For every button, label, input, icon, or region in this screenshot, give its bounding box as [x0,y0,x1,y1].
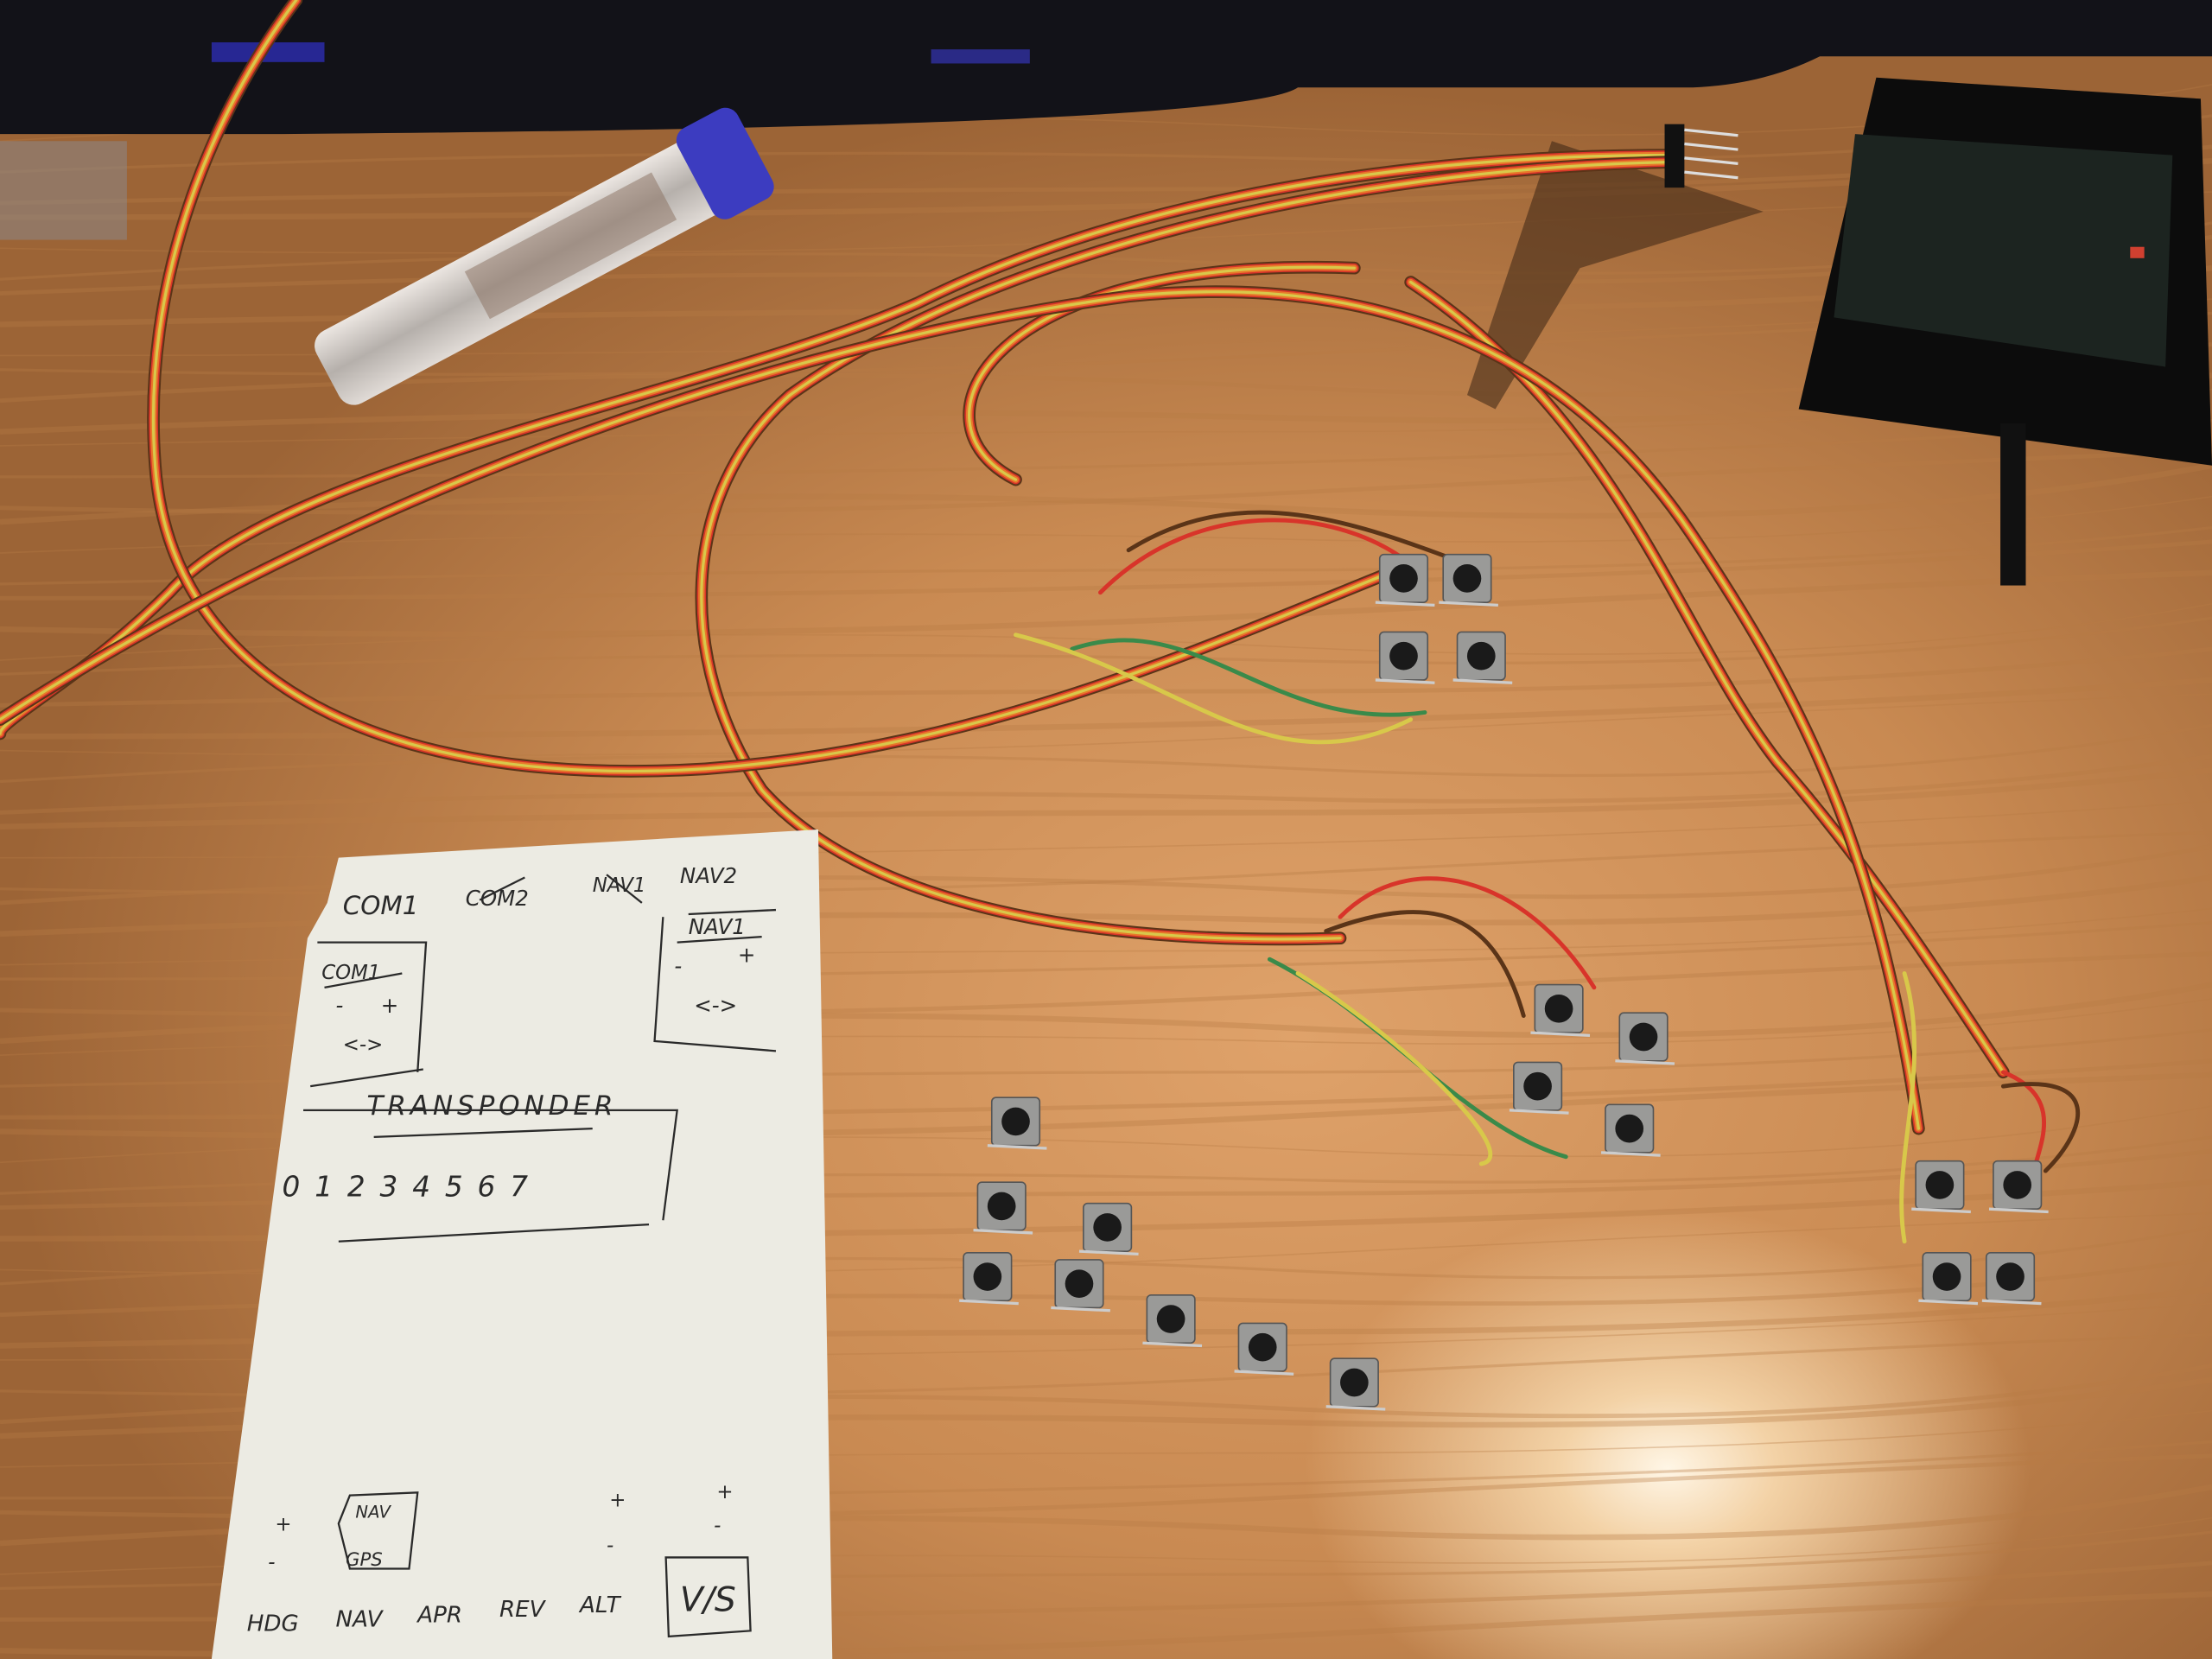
com-box-swap: <-> [343,1033,384,1056]
nav-box-swap: <-> [694,993,737,1018]
tactile-button [1509,1061,1569,1115]
grain-line [0,616,2212,677]
nav-box-minus: - [674,954,682,979]
ribbon-cable-strand [0,290,1921,1130]
grain-line [0,418,2212,479]
wire [1324,910,1526,1018]
com-box-minus: - [336,993,344,1018]
label-vs: V/S [680,1580,736,1619]
sketch-label-com1: COM1 [343,891,419,920]
tactile-button [1234,1322,1294,1376]
nav-gps-bottom: GPS [346,1549,383,1571]
label-rev: REV [499,1597,547,1623]
paper-sketch: COM1 COM2 NAV1 NAV2 COM1 - + <-> NAV1 - … [211,830,833,1659]
tactile-button [1988,1160,2049,1214]
tactile-button [1375,631,1435,684]
wire [1014,632,1414,745]
nav-gps-top: NAV [355,1503,391,1522]
pin-header [1664,124,1738,188]
grain-line [0,767,2212,830]
wire [1098,518,1414,595]
label-apr: APR [416,1603,462,1629]
tactile-button [1078,1202,1139,1256]
hdg-plus: + [275,1513,291,1535]
tactile-button [1051,1259,1110,1313]
ribbon-cable-strand [968,265,2005,1074]
tactile-button [1600,1103,1661,1157]
com-box-title: COM1 [321,962,380,984]
shadow [1466,141,1764,410]
alt-minus: - [607,1535,613,1557]
tactile-button [1452,631,1513,684]
keyboard [0,0,2212,240]
tactile-button [1142,1294,1203,1348]
tactile-button [1918,1251,1979,1306]
grain-line [0,646,2212,708]
wire [1899,971,1917,1244]
tactile-button [987,1096,1047,1150]
grain-line [0,800,2212,859]
com-box-plus: + [381,993,399,1018]
tactile-button [1325,1357,1386,1411]
label-alt: ALT [578,1592,622,1618]
sketch-label-nav1-crossed: NAV1 [593,874,646,897]
grain-line [0,753,2212,815]
grain-line [0,495,2212,554]
wire [1338,876,1597,990]
sketch-label-com2-crossed: COM2 [466,886,529,911]
grain-line [0,723,2212,784]
tactile-button [1615,1012,1675,1065]
alt-plus: + [609,1490,626,1512]
sketch-label-nav2: NAV2 [680,863,737,888]
label-hdg: HDG [247,1611,299,1637]
tactile-button [959,1251,1019,1306]
nav-box-title: NAV1 [689,914,746,939]
vs-plus: + [716,1481,733,1503]
wire [1070,638,1427,717]
black-enclosure [1798,77,2212,586]
grain-line [0,449,2212,515]
ribbon-cable-strand [700,161,1667,941]
ribbon-cables [0,0,2081,1244]
tactile-button [1530,983,1591,1037]
hdg-minus: - [268,1552,275,1574]
tactile-button [1439,553,1498,607]
grain-line [0,525,2212,586]
tactile-button [973,1181,1033,1235]
wire [1126,510,1470,567]
transponder-digits: 0 1 2 3 4 5 6 7 [283,1170,531,1203]
tactile-buttons [959,553,2049,1411]
grain-line [0,677,2212,740]
solder-tube [315,107,774,405]
tactile-button [1981,1251,2042,1306]
vs-minus: - [714,1515,721,1537]
wire [1295,971,1493,1166]
nav-box-plus: + [738,942,756,967]
ribbon-cable-strand [151,0,1413,773]
label-nav: NAV [336,1606,385,1632]
grain-line [0,569,2212,637]
tactile-button [1375,553,1435,607]
grain-line [0,693,2212,756]
wire [2000,1082,2081,1173]
transponder-title: TRANSPONDER [366,1090,617,1122]
grain-line [0,539,2212,601]
tactile-button [1911,1160,1971,1214]
